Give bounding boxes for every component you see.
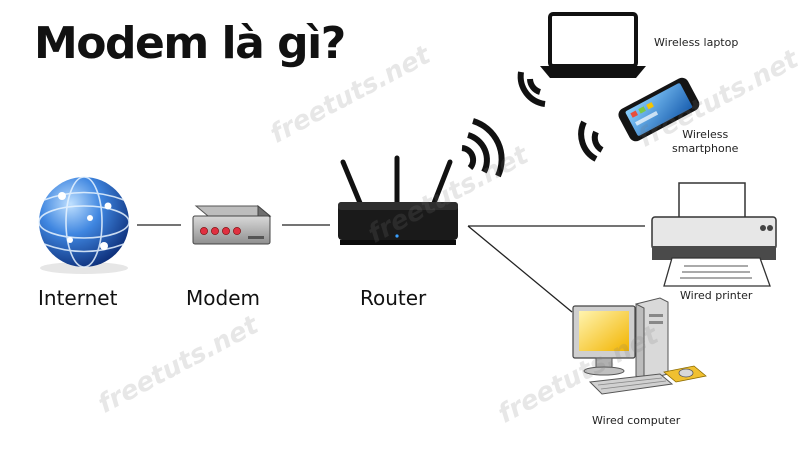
smartphone-device-icon [618,77,700,142]
printer-device-icon [651,182,777,287]
page-title: Modem là gì? [34,18,346,69]
internet-globe-icon [38,176,130,274]
smartphone-wifi-icon [578,120,604,162]
label-wireless-smartphone: Wireless smartphone [672,128,738,156]
label-wireless-smartphone-line1: Wireless [682,128,729,141]
connection-lines [137,224,645,313]
label-router: Router [360,286,427,310]
label-wired-printer: Wired printer [680,289,753,302]
router-wifi-icon [461,118,505,178]
line-router-computer [467,225,573,313]
laptop-wifi-icon [517,71,546,107]
label-internet: Internet [38,286,118,310]
modem-device-icon [192,204,272,245]
router-device-icon [338,155,458,245]
laptop-device-icon [540,12,646,78]
label-wireless-smartphone-line2: smartphone [672,142,739,155]
label-modem: Modem [186,286,260,310]
computer-device-icon [572,297,707,395]
label-wireless-laptop: Wireless laptop [654,36,739,49]
label-wired-computer: Wired computer [592,414,681,427]
